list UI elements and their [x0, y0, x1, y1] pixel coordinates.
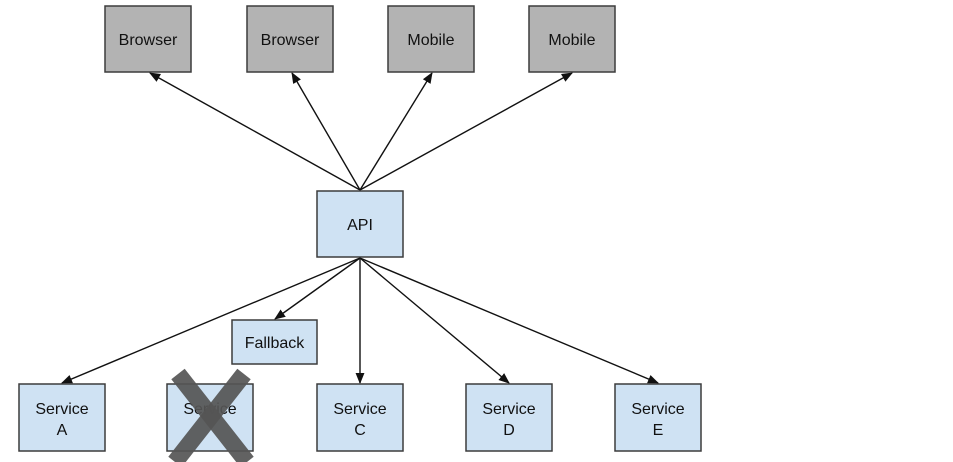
edge-api-to-service-e	[359, 257, 660, 384]
service-d-label-line2: D	[503, 422, 515, 439]
service-e-label-line2: E	[653, 422, 664, 439]
service-e-label-line1: Service	[631, 401, 684, 418]
service-d-node: Service D	[465, 383, 553, 452]
client-mobile-1-label: Mobile	[407, 32, 454, 49]
edge-api-to-browser-2	[291, 72, 361, 191]
client-browser-2: Browser	[246, 5, 334, 73]
edges-layer	[60, 72, 660, 385]
edge-api-to-service-d	[359, 257, 510, 384]
client-browser-1: Browser	[104, 5, 192, 73]
edge-api-to-browser-1	[149, 72, 361, 191]
api-node: API	[316, 190, 404, 258]
edge-api-to-mobile-1	[359, 72, 433, 191]
fallback-node: Fallback	[231, 319, 318, 365]
edge-api-to-mobile-2	[359, 72, 573, 191]
service-a-label-line2: A	[57, 422, 68, 439]
api-node-label: API	[347, 217, 373, 234]
service-e-node: Service E	[614, 383, 702, 452]
client-mobile-2: Mobile	[528, 5, 616, 73]
client-mobile-1: Mobile	[387, 5, 475, 73]
service-c-label-line1: Service	[333, 401, 386, 418]
service-d-label-line1: Service	[482, 401, 535, 418]
service-a-node: Service A	[18, 383, 106, 452]
edge-api-to-service-a	[60, 257, 361, 384]
service-c-node: Service C	[316, 383, 404, 452]
failure-x-icon	[168, 368, 254, 462]
client-browser-1-label: Browser	[119, 32, 178, 49]
service-a-label-line1: Service	[35, 401, 88, 418]
service-b-node: Service	[166, 368, 254, 462]
fallback-node-label: Fallback	[245, 335, 306, 352]
client-browser-2-label: Browser	[261, 32, 320, 49]
service-c-label-line2: C	[354, 422, 366, 439]
client-mobile-2-label: Mobile	[548, 32, 595, 49]
edge-api-to-fallback	[274, 257, 361, 320]
